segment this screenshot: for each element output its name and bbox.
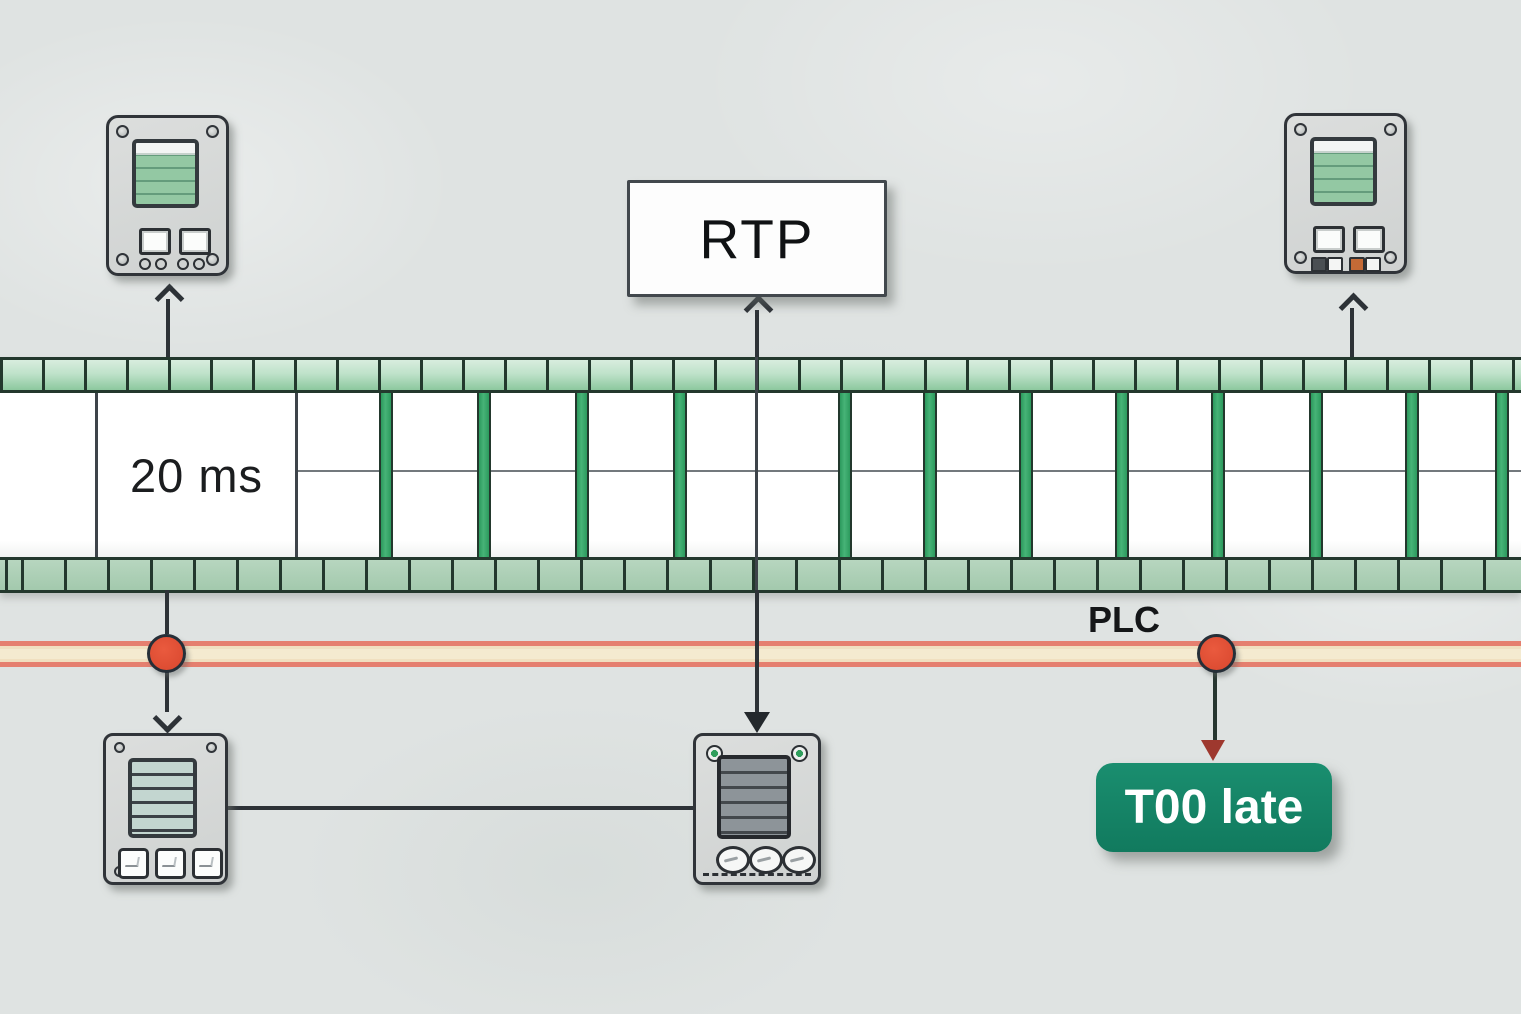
frame-separator-bar [379, 393, 393, 557]
rtp-box: RTP [627, 180, 887, 297]
receiver-mixer-device-icon [693, 733, 821, 885]
panel-button-icon [1353, 226, 1385, 253]
screw-icon [116, 125, 129, 138]
panel-button-icon [192, 848, 223, 879]
chip-icon [1311, 257, 1327, 272]
arrow-down-to-mixer-head [744, 712, 770, 733]
screw-icon [206, 253, 219, 266]
port-dot-icon [155, 258, 167, 270]
port-dot-icon [193, 258, 205, 270]
filmstrip-frames-row: 20 ms [0, 393, 1521, 557]
filmstrip-perforation-top [0, 360, 1521, 393]
panel-button-icon [1313, 226, 1345, 253]
frame-separator-bar [1019, 393, 1033, 557]
knob-icon [716, 846, 750, 874]
plc-label: PLC [1088, 599, 1160, 640]
arrow-down-to-badge-shaft [1213, 667, 1217, 742]
frame-separator-thin [95, 393, 98, 557]
frame-separator-bar [1309, 393, 1323, 557]
vent-dashes-icon [703, 873, 811, 876]
filmstrip-perforation-bottom [0, 557, 1521, 590]
frame-separator-bar [1211, 393, 1225, 557]
screw-icon [1294, 123, 1307, 136]
codec-panel-device-icon [1284, 113, 1407, 274]
buffer-display-icon [128, 758, 197, 838]
chip-icon [1349, 257, 1365, 272]
buffer-display-icon [717, 755, 791, 839]
frame-separator-bar [1115, 393, 1129, 557]
arrow-down-to-left-device-head [152, 703, 183, 734]
frame-separator-bar [1405, 393, 1419, 557]
frame-separator-bar [838, 393, 852, 557]
knob-icon [782, 846, 816, 874]
screw-icon [1384, 251, 1397, 264]
chip-icon [1327, 257, 1343, 272]
arrow-down-to-mixer-shaft [755, 590, 759, 714]
frame-separator-bar [1495, 393, 1509, 557]
red-packet-dot-icon [147, 634, 186, 673]
panel-button-icon [155, 848, 186, 879]
frame-separator-bar [477, 393, 491, 557]
frame-separator-bar [575, 393, 589, 557]
frame-separator-bar [923, 393, 937, 557]
screw-icon [1294, 251, 1307, 264]
too-late-badge: T00 late [1096, 763, 1332, 852]
panel-button-icon [139, 228, 171, 255]
frame-midline [296, 470, 1521, 472]
arrow-down-to-badge-head [1201, 740, 1225, 761]
rtp-frame-timeline: 20 ms [0, 357, 1521, 593]
arrow-down-left-lower-shaft [165, 667, 169, 712]
port-dot-icon [177, 258, 189, 270]
port-dot-icon [139, 258, 151, 270]
screw-icon [206, 742, 217, 753]
screw-icon [206, 125, 219, 138]
screw-icon [1384, 123, 1397, 136]
screw-icon [114, 742, 125, 753]
frame-separator-thin [295, 393, 298, 557]
chip-icon [1365, 257, 1381, 272]
plc-track-line [0, 641, 1521, 667]
level-display-icon [1310, 137, 1377, 206]
screw-icon [116, 253, 129, 266]
arrow-up-to-left-device-shaft [166, 299, 170, 357]
codec-panel-device-icon [106, 115, 229, 276]
frame-separator-bar [673, 393, 687, 557]
arrow-up-to-rtp-shaft [755, 310, 759, 357]
sender-device-icon [103, 733, 228, 885]
arrow-down-left-upper-shaft [165, 590, 169, 634]
panel-button-icon [118, 848, 149, 879]
red-packet-dot-icon [1197, 634, 1236, 673]
led-icon [791, 745, 808, 762]
level-display-icon [132, 139, 199, 208]
knob-icon [749, 846, 783, 874]
arrow-up-to-right-device-shaft [1350, 308, 1354, 357]
frame-duration-label: 20 ms [130, 448, 263, 502]
rtp-sample-cross-line [755, 357, 758, 593]
device-connector-line [227, 806, 694, 810]
panel-button-icon [179, 228, 211, 255]
